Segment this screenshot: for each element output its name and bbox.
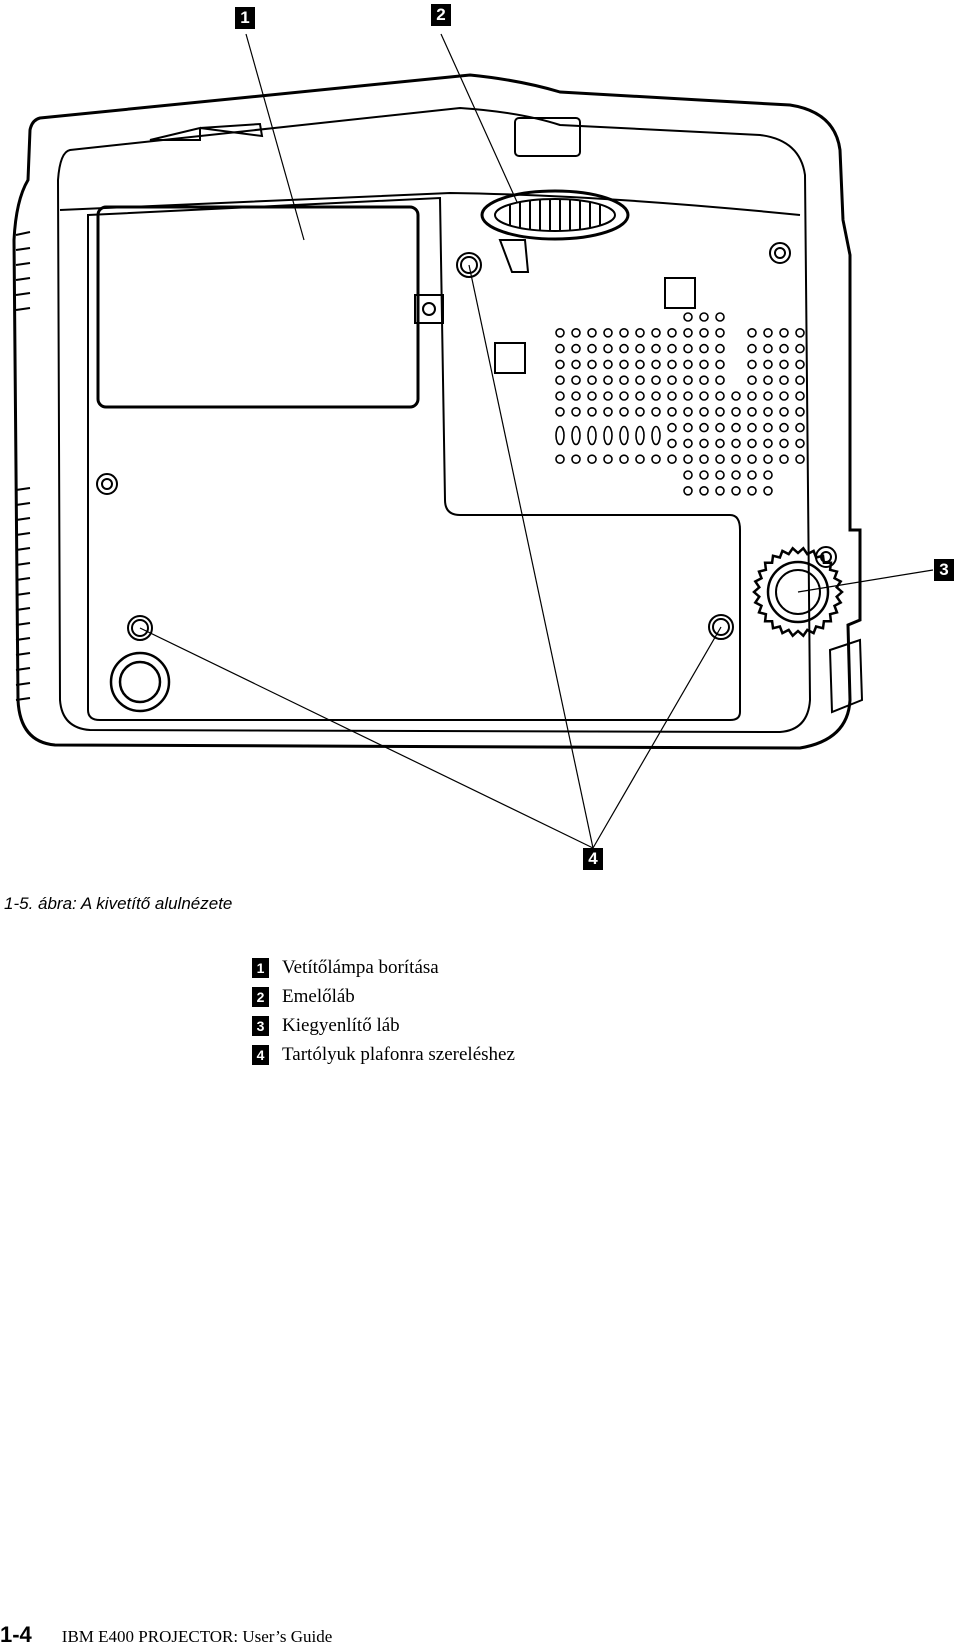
callout-4: 4 (583, 848, 603, 870)
legend-label: Tartólyuk plafonra szereléshez (282, 1043, 515, 1065)
legend-item: 4 Tartólyuk plafonra szereléshez (252, 1040, 515, 1069)
side-vents (15, 231, 31, 701)
figure-legend: 1 Vetítőlámpa borítása 2 Emelőláb 3 Kieg… (252, 953, 515, 1069)
legend-label: Vetítőlámpa borítása (282, 956, 439, 978)
legend-number-badge: 4 (252, 1044, 269, 1065)
legend-item: 2 Emelőláb (252, 982, 515, 1011)
lamp-cover-plate (96, 205, 420, 409)
legend-number-badge: 1 (252, 957, 269, 978)
lens-housing-block (514, 117, 581, 157)
legend-number-badge: 2 (252, 986, 269, 1007)
callout-3: 3 (934, 559, 954, 581)
legend-item: 3 Kiegyenlítő láb (252, 1011, 515, 1040)
figure-caption: 1-5. ábra: A kivetítő alulnézete (4, 894, 233, 913)
lamp-region-outline (87, 196, 741, 721)
screws (96, 242, 837, 568)
callout-2: 2 (431, 4, 451, 26)
ceiling-mount-holes (127, 252, 734, 641)
projector-bottom-view-figure: 1 2 3 4 (12, 4, 954, 870)
bottom-shelf-line (59, 191, 801, 216)
book-title: IBM E400 PROJECTOR: User’s Guide (61, 1627, 333, 1646)
page-footer: 1-4 IBM E400 PROJECTOR: User’s Guide (0, 1622, 332, 1648)
projector-inner-rim (56, 106, 812, 734)
adjustment-foot-gear (752, 546, 844, 638)
leader-lines (139, 33, 934, 849)
legend-number-badge: 3 (252, 1015, 269, 1036)
page-number: 1-4 (0, 1622, 32, 1647)
legend-item: 1 Vetítőlámpa borítása (252, 953, 515, 982)
projector-bottom-illustration (12, 33, 934, 849)
legend-label: Kiegyenlítő láb (282, 1014, 400, 1036)
ventilation-grid (555, 312, 805, 496)
lamp-cover-screw-tab (414, 294, 444, 324)
rear-foot (109, 651, 171, 713)
legend-label: Emelőláb (282, 985, 355, 1007)
callout-1: 1 (235, 7, 255, 29)
projector-outline (12, 73, 862, 750)
elevator-foot (480, 189, 630, 241)
